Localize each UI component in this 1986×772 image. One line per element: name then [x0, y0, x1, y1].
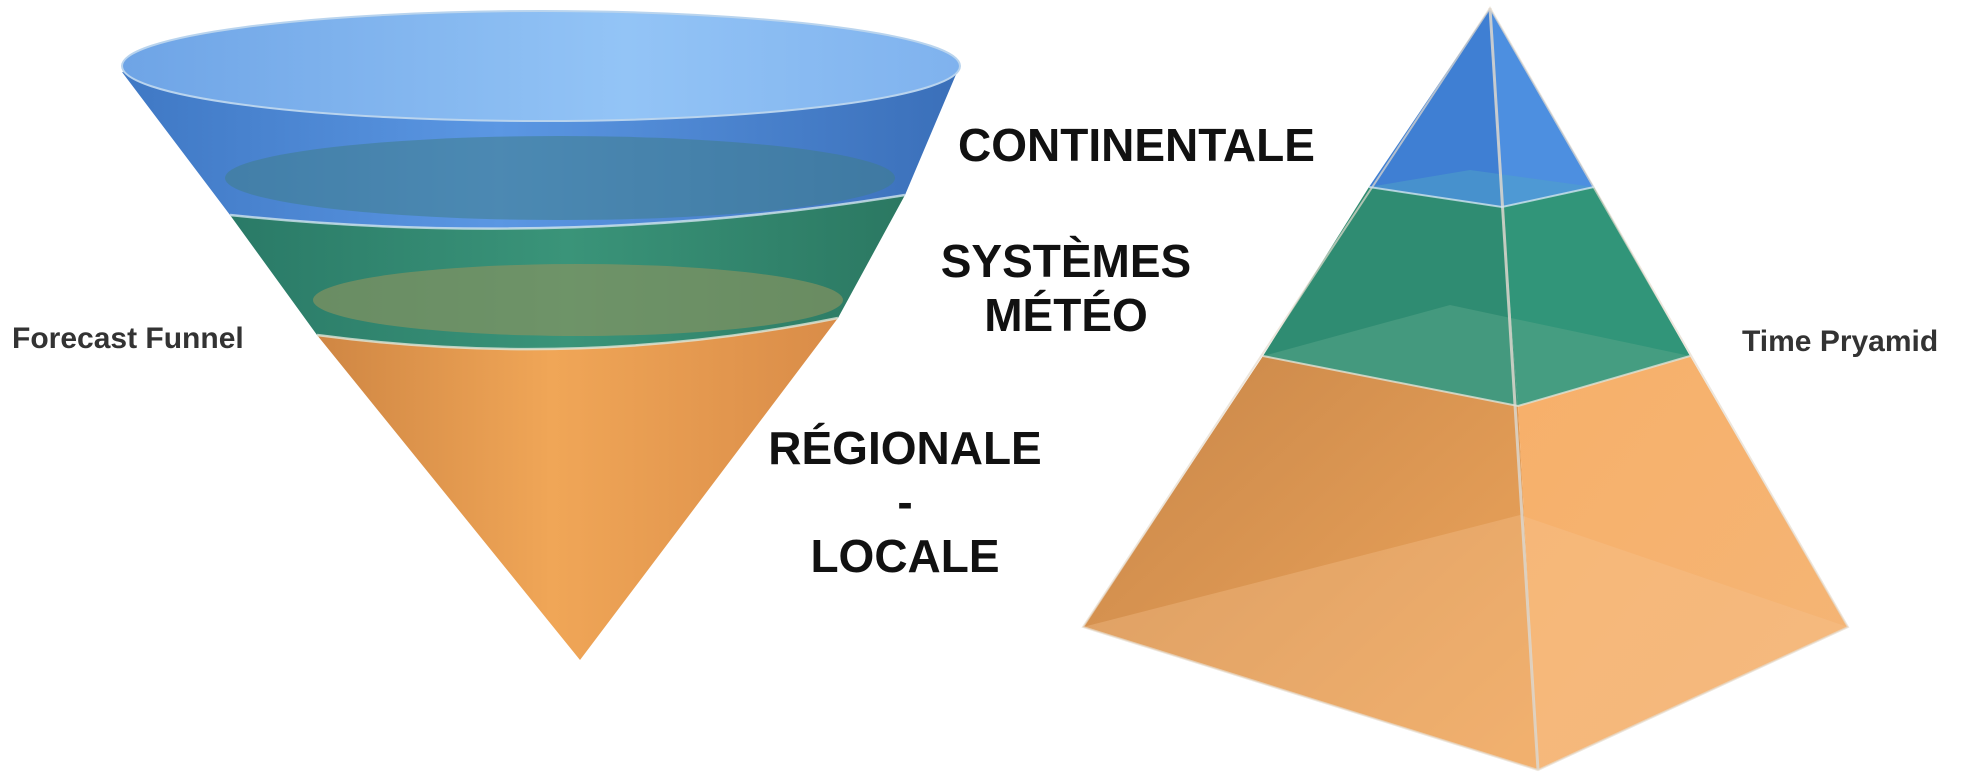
level-label-continentale: CONTINENTALE — [958, 119, 1315, 171]
forecast-funnel-label: Forecast Funnel — [12, 322, 244, 355]
pyramid-blue-left-face — [1369, 8, 1502, 207]
funnel-inner-blue-ellipse — [225, 136, 895, 220]
pyramid-blue-right-face — [1490, 8, 1594, 207]
pyramid-orange-left-face — [1083, 356, 1538, 770]
pyramid-orange-right-face — [1518, 356, 1848, 770]
time-pyramid — [1081, 6, 1850, 772]
funnel-inner-green-ellipse — [313, 264, 843, 336]
funnel-top-rim — [121, 10, 961, 122]
level-label-systemes-meteo: SYSTÈMES MÉTÉO — [940, 235, 1192, 341]
time-pyramid-label: Time Pryamid — [1742, 325, 1939, 358]
forecast-funnel — [121, 10, 961, 660]
level-label-regionale-locale: RÉGIONALE - LOCALE — [768, 422, 1042, 582]
funnel-orange-segment — [317, 318, 838, 660]
